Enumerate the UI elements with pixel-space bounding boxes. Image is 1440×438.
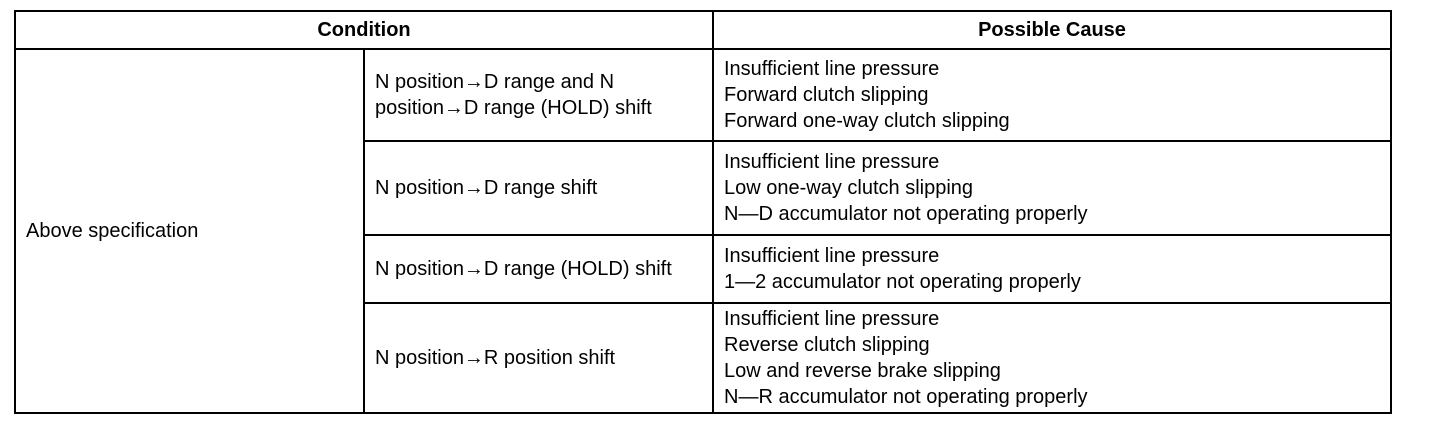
cause-item: Insufficient line pressure xyxy=(724,308,940,330)
cause-item: 1—2 accumulator not operating properly xyxy=(724,271,1081,293)
cause-item: Forward one-way clutch slipping xyxy=(724,110,1010,132)
cause-item: Insufficient line pressure xyxy=(724,245,940,267)
shift-condition-cell: N position→D range and N position→D rang… xyxy=(363,48,714,142)
cause-list: Insufficient line pressure Low one-way c… xyxy=(724,149,1380,227)
diagnosis-table: Condition Possible Cause Above specifica… xyxy=(14,10,1392,414)
condition-group-label: Above specification xyxy=(26,220,199,242)
possible-cause-cell: Insufficient line pressure Forward clutc… xyxy=(712,48,1392,142)
cause-list: Insufficient line pressure 1—2 accumulat… xyxy=(724,243,1380,295)
cause-item: N—R accumulator not operating properly xyxy=(724,386,1088,408)
table-row: N position→D range shift Insufficient li… xyxy=(15,140,1392,236)
shift-condition-text: N position→D range and N position→D rang… xyxy=(375,71,652,119)
shift-condition-cell: N position→D range (HOLD) shift xyxy=(363,234,714,304)
cause-item: Reverse clutch slipping xyxy=(724,334,930,356)
table-row: N position→D range (HOLD) shift Insuffic… xyxy=(15,234,1392,304)
cause-item: Low and reverse brake slipping xyxy=(724,360,1001,382)
cause-list: Insufficient line pressure Reverse clutc… xyxy=(724,306,1380,410)
shift-condition-cell: N position→R position shift xyxy=(363,302,714,414)
condition-group-cell: Above specification xyxy=(14,48,365,414)
cause-item: Insufficient line pressure xyxy=(724,58,940,80)
shift-condition-text: N position→R position shift xyxy=(375,347,616,369)
cause-item: Insufficient line pressure xyxy=(724,151,940,173)
header-row: Condition Possible Cause xyxy=(14,10,1392,50)
condition-header: Condition xyxy=(14,10,714,50)
table-row: Above specification N position→D range a… xyxy=(14,48,1392,414)
cause-item: Forward clutch slipping xyxy=(724,84,929,106)
shift-condition-cell: N position→D range shift xyxy=(363,140,714,236)
possible-cause-cell: Insufficient line pressure 1—2 accumulat… xyxy=(712,234,1392,304)
cause-item: Low one-way clutch slipping xyxy=(724,177,974,199)
shift-condition-text: N position→D range shift xyxy=(375,177,598,199)
possible-cause-header: Possible Cause xyxy=(712,10,1392,50)
cause-item: N—D accumulator not operating properly xyxy=(724,203,1088,225)
possible-cause-cell: Insufficient line pressure Low one-way c… xyxy=(712,140,1392,236)
possible-cause-cell: Insufficient line pressure Reverse clutc… xyxy=(712,302,1392,414)
shift-condition-text: N position→D range (HOLD) shift xyxy=(375,258,672,280)
table-row: N position→R position shift Insufficient… xyxy=(15,302,1392,414)
cause-list: Insufficient line pressure Forward clutc… xyxy=(724,56,1380,134)
